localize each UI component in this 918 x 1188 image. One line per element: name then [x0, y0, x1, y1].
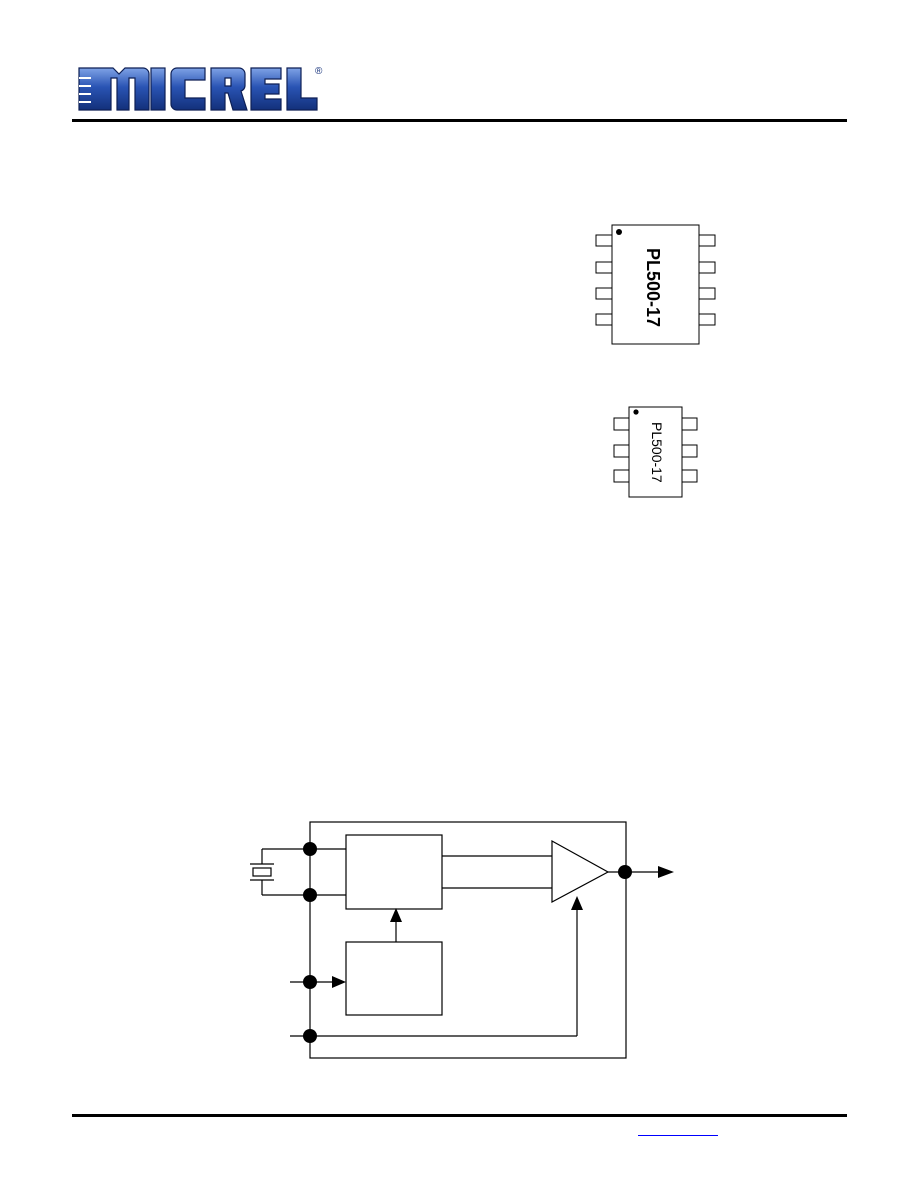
block-diagram	[250, 821, 674, 1059]
footer-website-link[interactable]	[638, 1121, 718, 1136]
package-marking: PL500-17	[643, 248, 663, 327]
footer-rule	[72, 1114, 847, 1117]
package-8pin: PL500-17	[595, 224, 716, 345]
package-marking: PL500-17	[649, 422, 665, 483]
pin1-dot	[616, 229, 622, 235]
registered-mark: ®	[315, 66, 323, 77]
header-rule	[72, 119, 847, 122]
pin1-dot	[633, 409, 639, 415]
micrel-logo: ®	[78, 66, 323, 111]
package-6pin: PL500-17	[613, 406, 698, 498]
